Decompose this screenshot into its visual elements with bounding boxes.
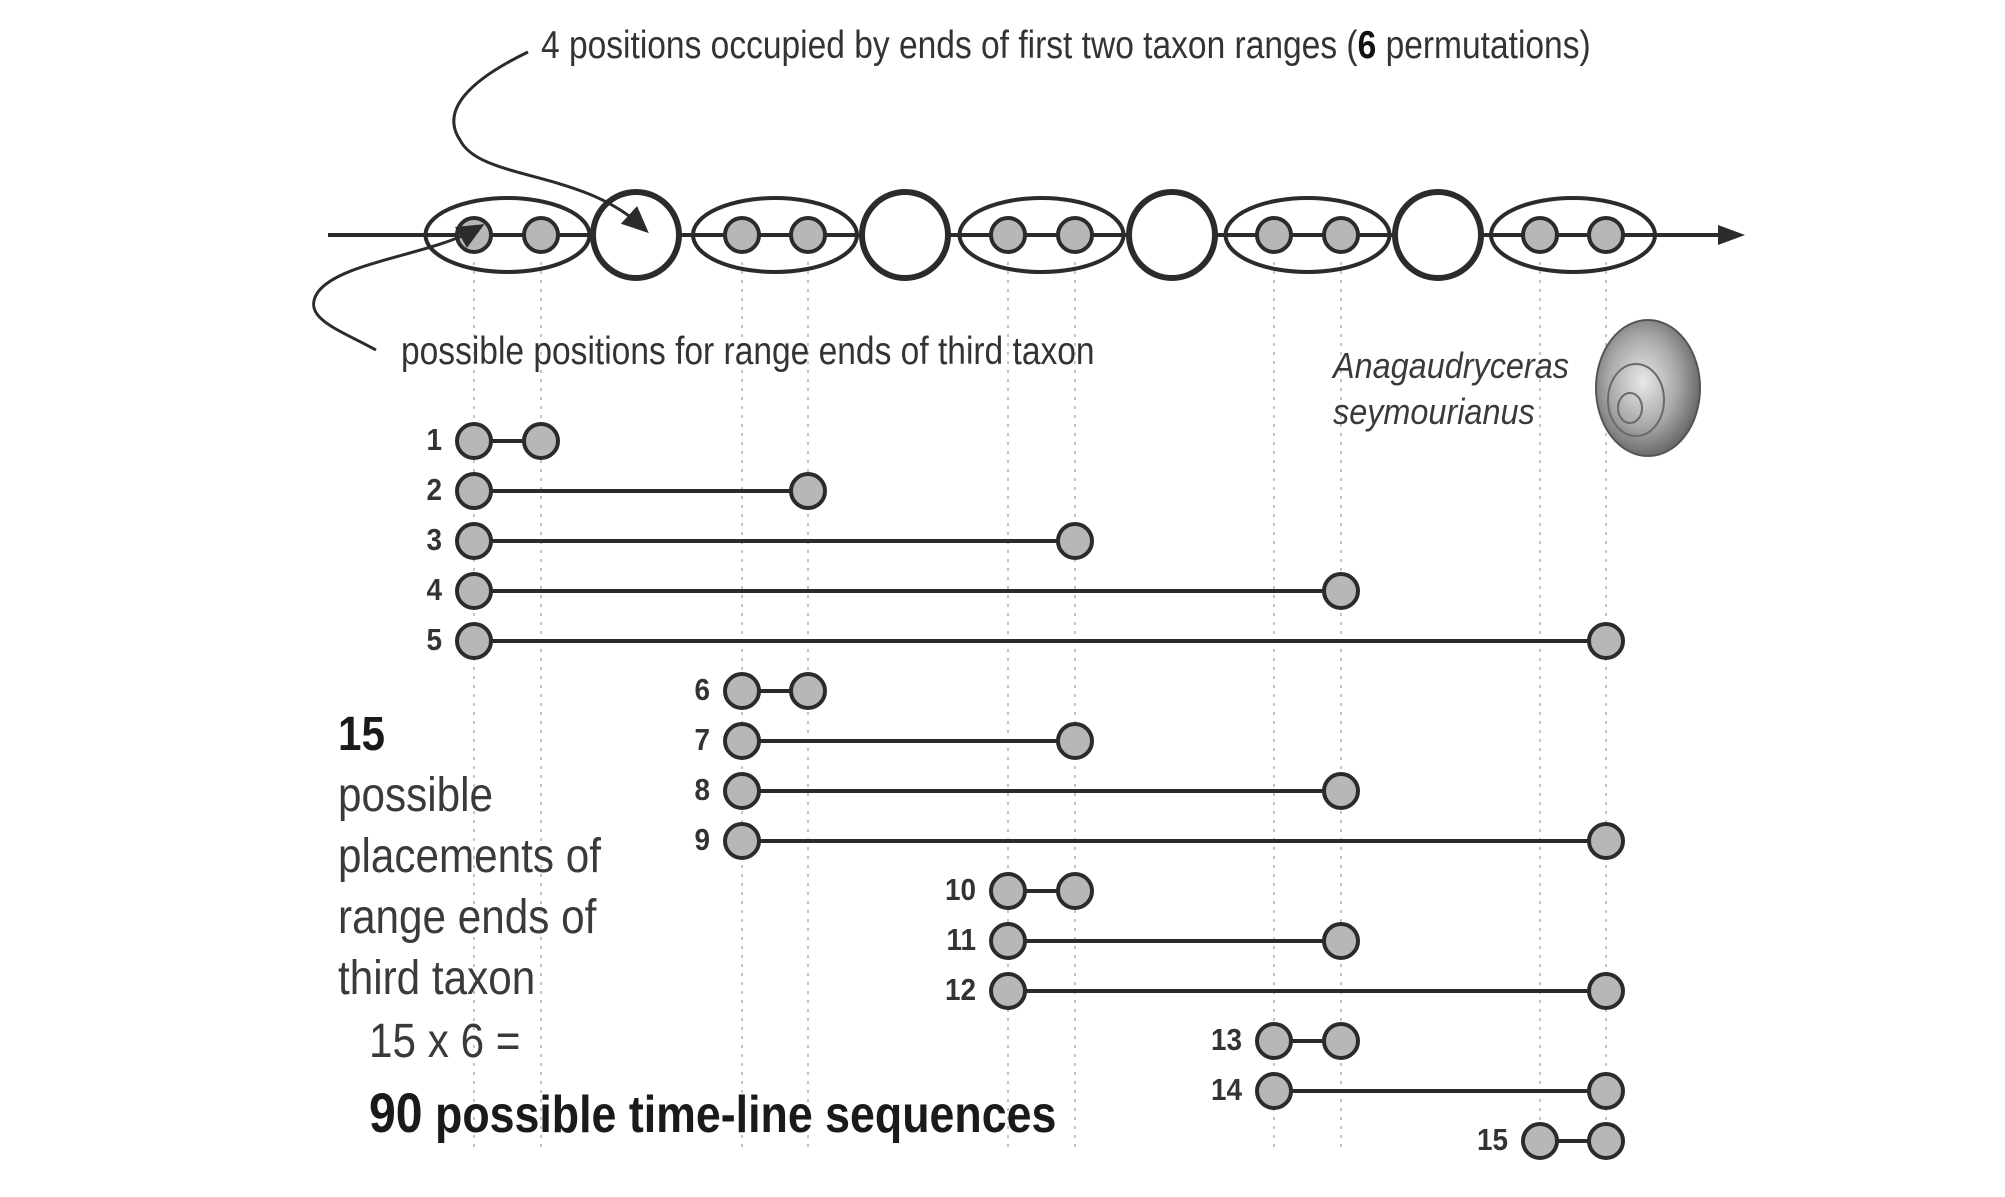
placements-count: 15 (338, 708, 385, 761)
pair-ellipse (1489, 196, 1657, 274)
range-end-dot (723, 722, 761, 760)
pair-ellipse (423, 196, 592, 274)
range-end-dot (989, 216, 1027, 254)
shell-body (1595, 319, 1701, 457)
top-callout-arrow (452, 50, 649, 234)
range-end-dot (723, 772, 761, 810)
range-row-label: 13 (1210, 1022, 1242, 1057)
pair-ellipse (691, 196, 859, 274)
range-row-label: 2 (426, 472, 442, 507)
timeline-arrowhead (1718, 225, 1745, 245)
occupied-position-circle (1126, 189, 1218, 281)
range-end-dot (1587, 216, 1625, 254)
range-end-dot (1322, 772, 1360, 810)
range-row-label: 3 (426, 522, 442, 557)
range-end-dot (989, 972, 1027, 1010)
range-end-dot (789, 672, 827, 710)
callout-arrows (312, 50, 649, 352)
range-row-label: 14 (1210, 1072, 1242, 1107)
timeline (328, 189, 1745, 281)
range-row-label: 9 (694, 822, 710, 857)
range-end-dot (1587, 822, 1625, 860)
positions-annotation: possible positions for range ends of thi… (401, 330, 1095, 373)
bottom-callout-arrow (312, 224, 485, 352)
range-end-dot (789, 472, 827, 510)
range-end-dot (1587, 1122, 1625, 1160)
range-end-dot (1587, 1072, 1625, 1110)
range-end-dot (989, 922, 1027, 960)
species-name: Anagaudryceras seymourianus (1333, 343, 1569, 435)
range-row-label: 7 (694, 722, 710, 757)
range-end-dot (1056, 722, 1094, 760)
range-end-dot (1322, 1022, 1360, 1060)
range-row-label: 10 (944, 872, 976, 907)
range-end-dot (1521, 1122, 1559, 1160)
range-end-dot (1255, 216, 1293, 254)
range-end-dot (1056, 216, 1094, 254)
range-end-dot (522, 422, 560, 460)
range-end-dot (455, 622, 493, 660)
range-end-dot (723, 822, 761, 860)
ammonite-fossil-image (1595, 319, 1701, 457)
range-row-label: 15 (1476, 1122, 1508, 1157)
equation-text: 15 x 6 = (369, 1015, 521, 1068)
shell-whorl (1607, 363, 1665, 437)
range-end-dot (723, 216, 761, 254)
range-end-dot (1587, 622, 1625, 660)
range-row-label: 11 (946, 922, 976, 957)
range-end-dot (1322, 572, 1360, 610)
range-end-dot (522, 216, 560, 254)
pair-ellipse (957, 196, 1126, 274)
shell-inner-whorl (1617, 392, 1643, 424)
occupied-position-circle (859, 189, 951, 281)
pair-ellipse (1223, 196, 1392, 274)
range-end-dot (455, 422, 493, 460)
range-end-dot (1521, 216, 1559, 254)
range-end-dot (1255, 1072, 1293, 1110)
range-row-label: 1 (426, 422, 442, 457)
total-sequences-text: 90 possible time-line sequences (369, 1081, 1057, 1144)
range-end-dot (1322, 216, 1360, 254)
range-end-dot (989, 872, 1027, 910)
range-end-dot (1322, 922, 1360, 960)
species-genus: Anagaudryceras (1333, 345, 1569, 386)
range-rows (455, 422, 1625, 1160)
range-row-label: 6 (694, 672, 710, 707)
placements-caption: 15 possible placements of range ends of … (338, 708, 601, 1005)
range-row-label: 8 (694, 772, 710, 807)
range-end-dot (455, 572, 493, 610)
range-end-dot (789, 216, 827, 254)
range-row-label: 5 (426, 622, 442, 657)
range-end-dot (455, 472, 493, 510)
occupied-position-circle (1392, 189, 1484, 281)
range-end-dot (1587, 972, 1625, 1010)
range-end-dot (1056, 522, 1094, 560)
range-end-dot (1056, 872, 1094, 910)
species-epithet: seymourianus (1333, 391, 1535, 432)
top-annotation: 4 positions occupied by ends of first tw… (541, 24, 1591, 67)
range-row-label: 12 (944, 972, 976, 1007)
range-end-dot (723, 672, 761, 710)
occupied-position-circle (590, 189, 682, 281)
range-end-dot (455, 522, 493, 560)
range-end-dot (1255, 1022, 1293, 1060)
range-row-label: 4 (426, 572, 442, 607)
